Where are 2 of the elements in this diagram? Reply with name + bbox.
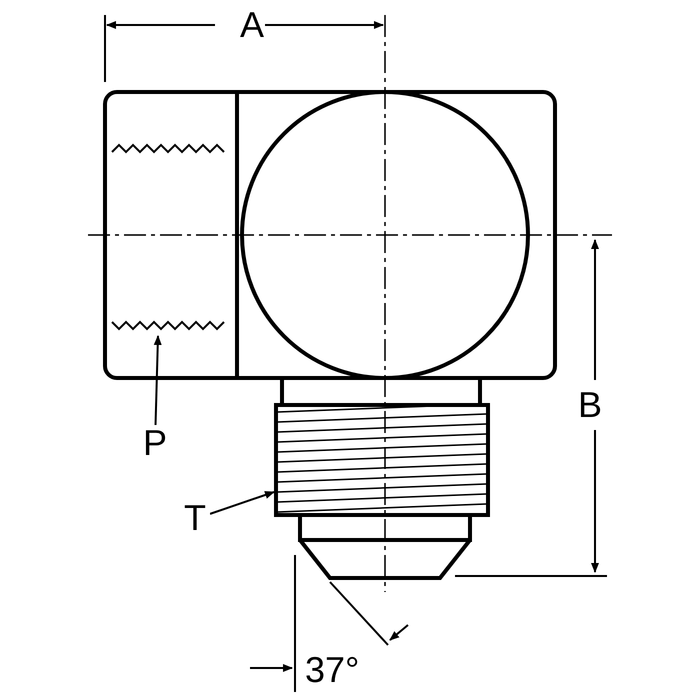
leader-line: [154, 335, 162, 426]
leader-line: [210, 491, 275, 515]
